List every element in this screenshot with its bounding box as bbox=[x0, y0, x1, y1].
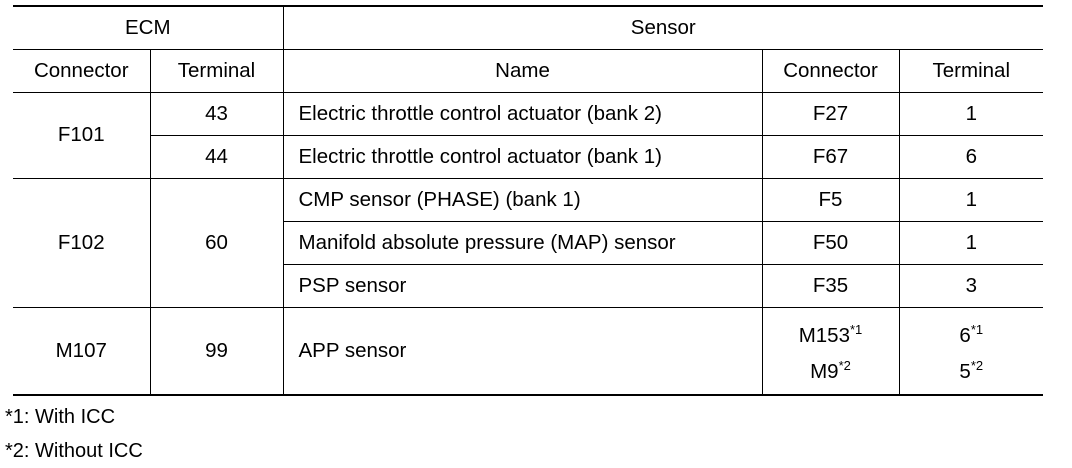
table-row: F102 60 CMP sensor (PHASE) (bank 1) F5 1 bbox=[13, 178, 1044, 308]
sensor-connector-cell: M153*1 M9*2 bbox=[761, 307, 900, 396]
sensor-connector-cell: F5 bbox=[761, 178, 900, 222]
sensor-name-cell: PSP sensor bbox=[283, 264, 763, 308]
terminal-value: 6 bbox=[959, 324, 971, 347]
header-row-columns: Connector Terminal Name Connector Termin… bbox=[13, 49, 1044, 93]
footnote-marker: *2 bbox=[838, 358, 851, 373]
connector-variant-1: M153*1 bbox=[763, 315, 899, 351]
sensor-terminal-cell: 1 bbox=[898, 178, 1044, 222]
header-row-group: ECM Sensor bbox=[13, 5, 1044, 50]
ecm-terminal-cell: 99 bbox=[149, 307, 284, 396]
connector-value: M153 bbox=[798, 324, 850, 347]
footnote-1: *1: With ICC bbox=[5, 406, 116, 428]
terminal-variant-2: 5*2 bbox=[900, 351, 1044, 387]
table-row: PSP sensor F35 3 bbox=[13, 264, 1044, 308]
header-sensor-terminal: Terminal bbox=[898, 49, 1044, 93]
sensor-name-cell: CMP sensor (PHASE) (bank 1) bbox=[282, 178, 763, 222]
sensor-name-cell: Manifold absolute pressure (MAP) sensor bbox=[283, 221, 763, 265]
ecm-terminal-cell: 44 bbox=[150, 135, 284, 179]
sensor-name-cell: APP sensor bbox=[282, 307, 763, 396]
header-sensor: Sensor bbox=[282, 5, 1044, 50]
footnotes: *1: With ICC *2: Without ICC bbox=[5, 400, 1043, 468]
table-row: F101 43 Electric throttle control actuat… bbox=[13, 92, 1044, 179]
header-ecm-terminal: Terminal bbox=[149, 49, 284, 93]
connector-table-document: ECM Sensor Connector Terminal Name Conne… bbox=[5, 5, 1044, 468]
footnote-marker: *1 bbox=[970, 322, 984, 337]
sensor-terminal-cell: 6 bbox=[898, 135, 1044, 179]
sensor-connector-cell: F27 bbox=[761, 92, 900, 136]
table-row: Manifold absolute pressure (MAP) sensor … bbox=[13, 221, 1044, 265]
header-ecm: ECM bbox=[13, 5, 284, 50]
ecm-sensor-table: ECM Sensor Connector Terminal Name Conne… bbox=[13, 5, 1044, 396]
sensor-name-cell: Electric throttle control actuator (bank… bbox=[282, 92, 763, 136]
ecm-terminal-cell: 43 bbox=[149, 92, 284, 136]
sensor-connector-cell: F50 bbox=[761, 221, 900, 265]
sensor-connector-cell: F35 bbox=[761, 264, 900, 308]
footnote-marker: *2 bbox=[970, 358, 984, 373]
footnote-marker: *1 bbox=[849, 322, 863, 337]
sensor-terminal-cell: 1 bbox=[898, 221, 1044, 265]
sensor-name-cell: Electric throttle control actuator (bank… bbox=[282, 135, 763, 179]
connector-value: M9 bbox=[810, 360, 839, 383]
header-name: Name bbox=[282, 49, 763, 93]
terminal-value: 5 bbox=[959, 360, 971, 383]
ecm-connector-cell: F101 bbox=[13, 92, 151, 179]
sensor-terminal-cell: 3 bbox=[898, 264, 1044, 308]
ecm-terminal-cell: 60 bbox=[149, 178, 284, 308]
ecm-connector-cell: M107 bbox=[13, 307, 151, 396]
header-ecm-connector: Connector bbox=[13, 49, 151, 93]
table-row: M107 99 APP sensor M153*1 M9*2 6*1 5*2 bbox=[13, 307, 1044, 396]
footnote-2: *2: Without ICC bbox=[5, 440, 143, 462]
sensor-terminal-cell: 1 bbox=[898, 92, 1044, 136]
table-row: 44 Electric throttle control actuator (b… bbox=[13, 135, 1044, 179]
sensor-terminal-cell: 6*1 5*2 bbox=[898, 307, 1044, 396]
terminal-variant-1: 6*1 bbox=[900, 315, 1044, 351]
connector-variant-2: M9*2 bbox=[763, 351, 899, 387]
header-sensor-connector: Connector bbox=[761, 49, 900, 93]
sensor-connector-cell: F67 bbox=[761, 135, 900, 179]
ecm-connector-cell: F102 bbox=[13, 178, 151, 308]
